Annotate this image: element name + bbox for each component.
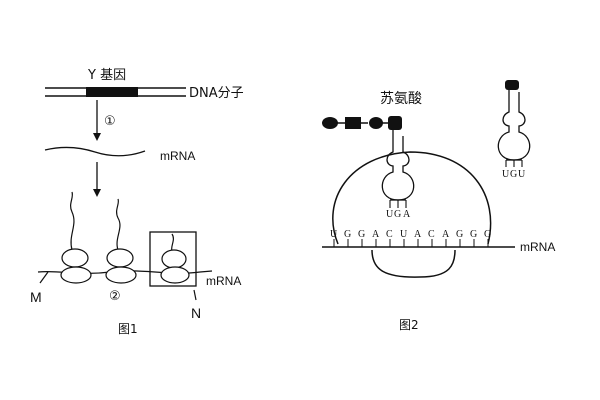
mrna-base: A: [442, 229, 450, 240]
ribosome-small-subunit: [371, 249, 456, 278]
ribosome-3: [149, 231, 197, 287]
anticodon-in-ribosome: U G A: [386, 209, 411, 220]
threonine-residue: [388, 116, 402, 130]
dna-label: DNA分子: [189, 86, 244, 101]
peptide-chain: [322, 116, 402, 130]
mrna-base: G: [344, 229, 351, 240]
step-1-marker: ①: [104, 113, 116, 128]
mrna-strand-top: [44, 146, 146, 157]
mrna-base: G: [470, 229, 477, 240]
ribosome-large-subunit: [332, 151, 492, 245]
figure-2: 苏氨酸 U G A: [322, 80, 555, 332]
anticodon-base: A: [403, 209, 411, 220]
mrna-codon-sequence: U G G A C U A C A G G G: [330, 229, 491, 240]
translation-arrow: [93, 162, 101, 197]
highlight-box: [149, 231, 197, 287]
anticodon-base: U: [518, 169, 526, 180]
trna-in-ribosome: [381, 130, 415, 208]
mrna-codon-ticks: [333, 239, 489, 247]
mrna-base: G: [484, 229, 491, 240]
mrna-label-top: mRNA: [160, 149, 195, 163]
anticodon-base: U: [502, 169, 510, 180]
mrna-base: G: [456, 229, 463, 240]
mrna-base: G: [358, 229, 365, 240]
mrna-base: U: [330, 229, 338, 240]
amino-acid-label: 苏氨酸: [380, 91, 422, 107]
anticodon-base: U: [386, 209, 394, 220]
anticodon-free-trna: U G U: [502, 169, 526, 180]
mrna-label: mRNA: [520, 240, 555, 254]
gene-y-segment: [86, 87, 138, 97]
end-label-n: N: [191, 305, 201, 321]
amino-acid-residue: [505, 80, 519, 90]
ribosome-2: [105, 248, 137, 284]
ribosome-1: [60, 248, 92, 284]
mrna-base: U: [400, 229, 408, 240]
trna-free: [497, 80, 531, 167]
figure-2-caption: 图2: [399, 318, 419, 332]
figure-1: Y 基因 DNA分子 ① mRNA: [30, 68, 244, 336]
figure-1-caption: 图1: [118, 322, 138, 336]
mrna-base: C: [386, 229, 393, 240]
step-2-marker: ②: [109, 288, 121, 303]
transcription-arrow: [93, 100, 101, 141]
anticodon-base: G: [394, 209, 401, 220]
mrna-label-bottom: mRNA: [206, 274, 241, 288]
end-label-m: M: [30, 289, 42, 305]
mrna-base: A: [414, 229, 422, 240]
polypeptide-chains: [69, 191, 175, 253]
anticodon-base: G: [510, 169, 517, 180]
gene-label: Y 基因: [87, 68, 126, 83]
mrna-base: C: [428, 229, 435, 240]
mrna-base: A: [372, 229, 380, 240]
dna-molecule: [45, 87, 186, 97]
